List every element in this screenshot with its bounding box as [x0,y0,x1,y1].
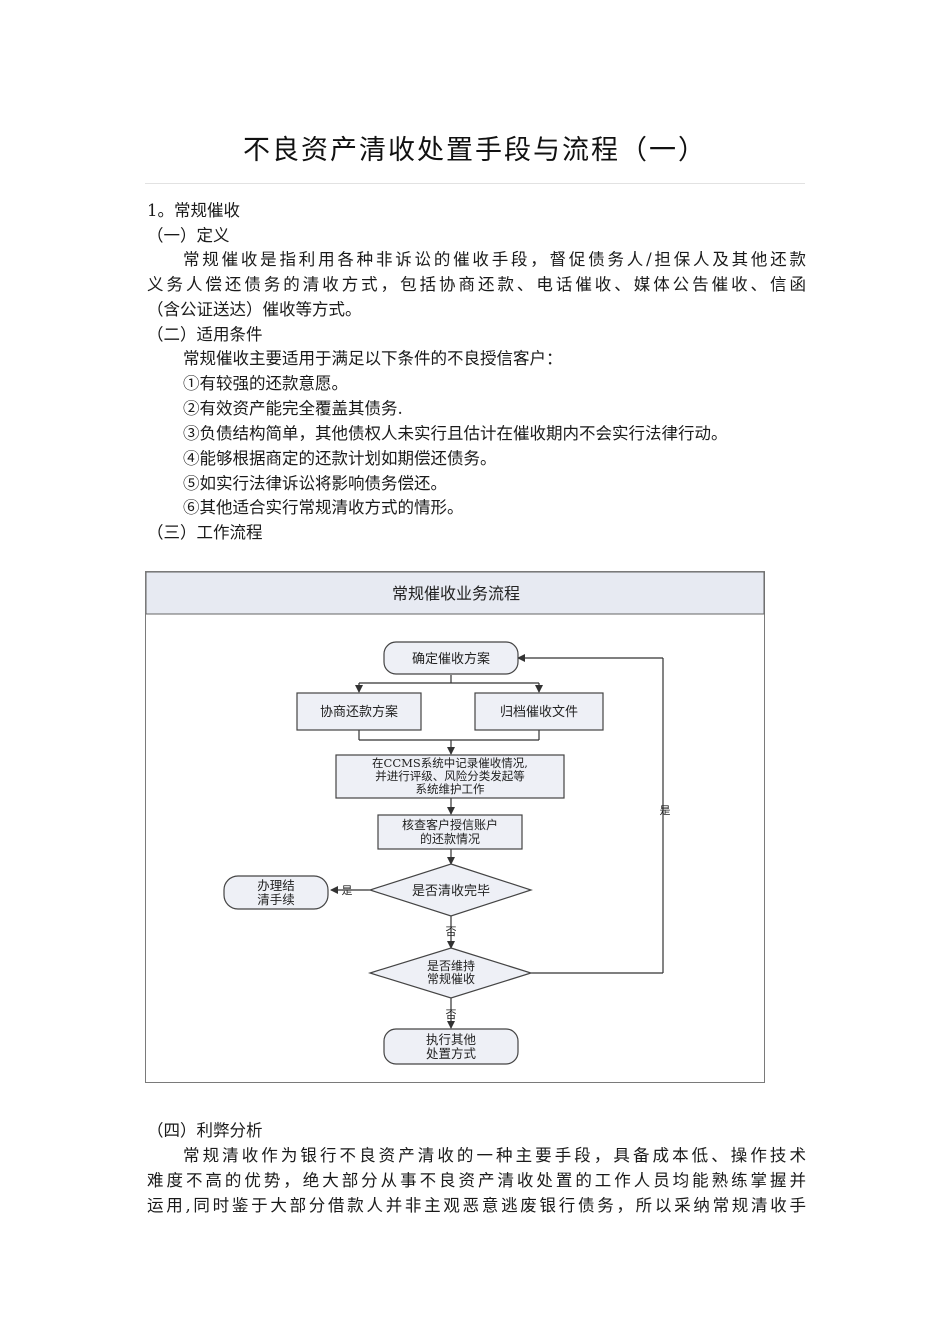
definition-line: 常规催收是指利用各种非诉讼的催收手段，督促债务人/担保人及其他还款 [183,250,806,269]
flow-node-ccms-label: 在CCMS系统中记录催收情况, [372,756,528,770]
flow-node-archive-label: 归档催收文件 [500,705,578,720]
flow-decision-continue-label: 常规催收 [427,971,475,986]
conditions-intro: 常规催收主要适用于满足以下条件的不良授信客户： [183,349,563,368]
analysis-heading: （四）利弊分析 [147,1121,263,1140]
title-divider [145,183,805,184]
flow-node-other-label: 执行其他 [426,1032,477,1047]
condition-item: ①有较强的还款意愿。 [183,374,348,393]
condition-item: ②有效资产能完全覆盖其债务. [183,399,403,418]
flow-node-negotiate [296,692,422,731]
condition-item: ⑥其他适合实行常规清收方式的情形。 [183,498,464,517]
conditions-heading: （二）适用条件 [147,325,263,344]
workflow-heading: （三）工作流程 [147,523,263,542]
flow-node-other [383,1028,519,1065]
definition-line: （含公证送达）催收等方式。 [147,300,362,319]
flow-node-ccms-label: 系统维护工作 [416,782,485,796]
flow-label-yes: 是 [660,804,671,817]
flow-node-ccms [335,754,565,799]
flowchart-header [146,572,765,615]
flow-label-no: 否 [446,1008,457,1021]
flow-node-settle-label: 清手续 [257,892,295,907]
definition-line: 义务人偿还债务的清收方式，包括协商还款、电话催收、媒体公告催收、信函 [147,275,806,294]
flowchart-title: 常规催收业务流程 [392,584,520,603]
flow-node-settle-label: 办理结 [257,878,295,893]
condition-item: ④能够根据商定的还款计划如期偿还债务。 [183,449,497,468]
flow-decision-collected [368,863,533,917]
analysis-line: 运用,同时鉴于大部分借款人并非主观恶意逃废银行债务，所以采纳常规清收手 [147,1196,806,1215]
flow-connectors [330,654,664,1029]
flow-decision-collected-label: 是否清收完毕 [412,884,490,899]
workflow-flowchart: 常规催收业务流程 确定催收 [145,571,765,1083]
condition-item: ③负债结构简单，其他债权人未实行且估计在催收期内不会实行法律行动。 [183,424,728,443]
flow-node-check-label: 核查客户授信账户 [402,817,498,832]
flow-label-no: 否 [446,925,457,938]
definition-heading: （一）定义 [147,226,230,245]
flow-node-archive [474,692,604,731]
page-title: 不良资产清收处置手段与流程（一） [243,135,707,166]
section-heading: 1。常规催收 [147,201,240,220]
flow-node-ccms-label: 并进行评级、风险分类发起等 [375,769,525,783]
flow-node-settle [223,875,329,910]
analysis-line: 难度不高的优势，绝大部分从事不良资产清收处置的工作人员均能熟练掌握并 [147,1171,806,1190]
flow-node-start [383,641,519,675]
flow-node-check-label: 的还款情况 [420,831,480,846]
flow-node-negotiate-label: 协商还款方案 [320,704,398,720]
flow-decision-continue [367,947,534,999]
flow-label-yes: 是 [342,884,353,897]
flow-node-start-label: 确定催收方案 [412,651,490,667]
flow-node-other-label: 处置方式 [426,1046,477,1061]
flow-decision-continue-label: 是否维持 [427,958,475,973]
flow-node-check [377,814,523,850]
analysis-line: 常规清收作为银行不良资产清收的一种主要手段，具备成本低、操作技术 [183,1146,806,1165]
condition-item: ⑤如实行法律诉讼将影响债务偿还。 [183,474,447,493]
